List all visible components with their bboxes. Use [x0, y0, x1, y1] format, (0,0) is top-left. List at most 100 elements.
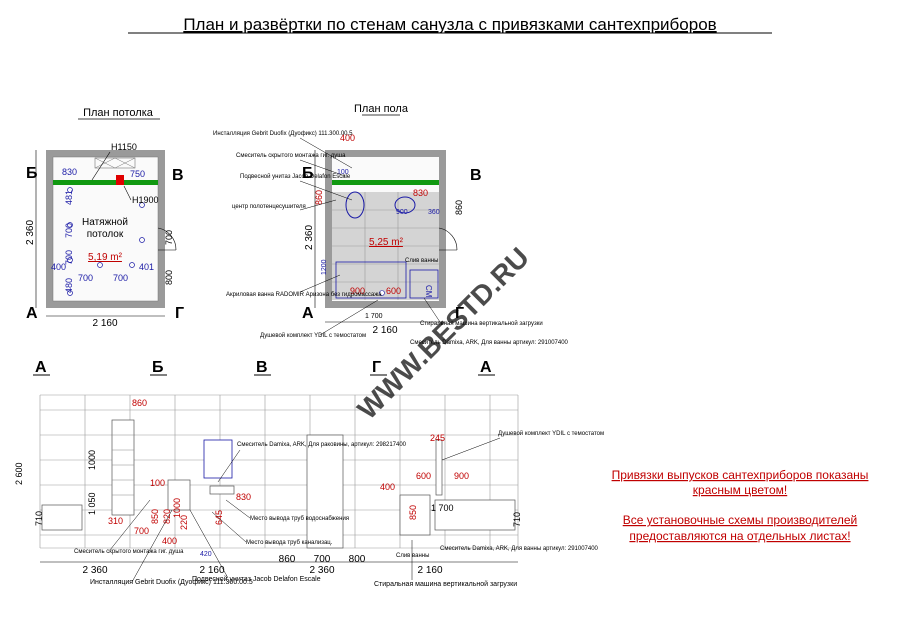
elev-dim-220: 220: [179, 515, 189, 530]
floor-dim-1700: 1 700: [365, 313, 383, 320]
elev-dim-820: 820: [162, 509, 172, 524]
elev-dim-710: 710: [34, 511, 44, 526]
elev-dim-860b: 860: [279, 554, 296, 565]
elev-dim-245: 245: [430, 433, 445, 443]
legend-line-3: Все установочные схемы производителей: [623, 513, 858, 527]
floor-height: 2 360: [304, 225, 315, 250]
floor-dim-400: 400: [340, 133, 355, 143]
elevations: А Б В Г А: [14, 359, 604, 588]
floor-toilet: [345, 191, 365, 219]
floor-note-drain: Слив ванны: [405, 258, 438, 264]
ceiling-dim-480: 480: [64, 278, 74, 293]
elev-dim-645: 645: [214, 510, 224, 525]
elevation-leaders: [109, 437, 501, 583]
elev-note-drain: Слив ванны: [396, 553, 429, 559]
elev-dim-600: 600: [416, 471, 431, 481]
elev-dim-710b: 710: [512, 512, 522, 527]
legend-line-2: красным цветом!: [693, 483, 787, 497]
elev-dim-400: 400: [162, 536, 177, 546]
ceiling-door-swing: [157, 227, 177, 251]
floor-dim-900-top: 900: [396, 209, 408, 216]
ceiling-dim-481: 481: [64, 190, 74, 205]
floor-heading: План пола: [354, 103, 409, 115]
floor-plan: План пола СМ 400 860 830 900 360 100: [213, 103, 569, 346]
elev-note-washer: Стиральная машина вертикальной загрузки: [374, 580, 517, 588]
ceiling-dim-700b: 700: [64, 250, 74, 265]
ceiling-door: 700: [164, 230, 174, 245]
floor-bath: [335, 261, 407, 299]
elev-mirror: [203, 439, 233, 479]
floor-area: 5,25 m²: [369, 237, 404, 248]
ceiling-dim-750: 750: [130, 169, 145, 179]
elev-note-gebrit: Инсталляция Gebrit Duofix (Дуофикс) 111.…: [90, 579, 253, 586]
elev-sink: [209, 485, 235, 495]
elev-washer: [399, 494, 431, 536]
elev-letter-g: Г: [372, 359, 381, 376]
elev-dim-850: 850: [150, 509, 160, 524]
floor-note-shower: Душевой комплект YDIL с темостатом: [260, 332, 366, 339]
elev-letter-a1: А: [35, 359, 47, 376]
floor-width: 2 160: [372, 325, 397, 336]
floor-dim-600: 600: [386, 286, 401, 296]
ceiling-letter-g: Г: [175, 305, 184, 322]
elev-note-pipe-water: Место вывода труб водоснабжения: [250, 516, 349, 522]
floor-dim-360: 360: [428, 209, 440, 216]
floor-leaders: [299, 137, 441, 336]
legend-line-1: Привязки выпусков сантехприборов показан…: [612, 468, 869, 482]
floor-dim-830: 830: [413, 188, 428, 198]
elev-dim-100: 100: [150, 478, 165, 488]
elev-dim-1700: 1 700: [431, 503, 454, 513]
floor-note-bath: Акриловая ванна RADOMIR Аризона без гидр…: [226, 292, 382, 298]
ceiling-spotlights: [67, 187, 145, 296]
elev-bath-g: [434, 499, 516, 531]
ceiling-h1150: H1150: [111, 142, 137, 152]
floor-sink: [394, 196, 416, 214]
ceiling-label-2: потолок: [87, 229, 124, 240]
elev-dim-850b: 850: [408, 505, 418, 520]
ceiling-height: 2 360: [25, 220, 36, 245]
floor-notes: Инсталляция Gebrit Duofix (Дуофикс) 111.…: [213, 131, 569, 346]
elev-note-shower: Душевой комплект YDIL с темостатом: [498, 430, 604, 437]
elev-towel-rail: [111, 419, 135, 516]
elev-letter-a2: А: [480, 359, 492, 376]
elev-note-mixer-hidden: Смеситель скрытого монтажа гиг. душа: [74, 549, 184, 555]
floor-note-towel: центр полотенцесушителя: [232, 204, 306, 210]
elev-dim-2360b: 2 360: [309, 565, 334, 576]
elev-dim-1050: 1 050: [87, 492, 97, 515]
elev-dim-1000: 1000: [87, 450, 97, 470]
ceiling-dim-700a: 700: [64, 223, 74, 238]
elevation-dims: 860 2 600 1000 1 050 710 310 100 850 700…: [14, 398, 522, 576]
floor-note-toilet: Подвесной унитаз Jacob Delafon Escale: [240, 173, 351, 180]
elev-dim-310: 310: [108, 516, 123, 526]
elev-dim-860: 860: [132, 398, 147, 408]
elev-door: [306, 434, 344, 549]
ceiling-width: 2 160: [92, 318, 117, 329]
elev-note-pipe-sewer: Место вывода труб канализац.: [246, 540, 333, 546]
elev-bath-a: [41, 504, 83, 531]
ceiling-letter-b: Б: [26, 165, 38, 182]
floor-dim-900-bottom: 900: [350, 286, 365, 296]
floor-note-gebrit: Инсталляция Gebrit Duofix (Дуофикс) 111.…: [213, 131, 353, 137]
floor-dim-100: 100: [337, 169, 349, 176]
elev-note-mixer-bath: Смеситель Damixa, ARK, Для ванны артикул…: [440, 546, 599, 552]
ceiling-label-1: Натяжной: [82, 217, 128, 228]
elev-dim-900: 900: [454, 471, 469, 481]
elev-letter-v: В: [256, 359, 268, 376]
elev-note-toilet: Подвесной унитаз Jacob Delafon Escale: [192, 575, 321, 583]
floor-note-mixer-bath: Смеситель Damixa, ARK, Для ванны артикул…: [410, 340, 569, 346]
elev-shower-bar: [435, 439, 443, 496]
floor-letter-b: Б: [302, 165, 314, 182]
ceiling-green-beam: [53, 180, 158, 185]
ceiling-letter-a: А: [26, 305, 38, 322]
elev-dim-400b: 400: [380, 482, 395, 492]
legend-line-4: предоставляются на отдельных листах!: [629, 529, 850, 543]
ceiling-dim-700c: 700: [78, 273, 93, 283]
page-title: План и развёртки по стенам санузла с при…: [183, 15, 716, 34]
elev-dim-1000b: 1000: [172, 498, 182, 518]
legend-note: Привязки выпусков сантехприборов показан…: [612, 468, 869, 543]
floor-letter-g: Г: [455, 305, 464, 322]
floor-dim-860-left: 860: [314, 190, 324, 205]
floor-cm: СМ: [424, 285, 433, 298]
elev-toilet: [167, 479, 191, 511]
floor-dim-1200: 1200: [321, 259, 328, 275]
